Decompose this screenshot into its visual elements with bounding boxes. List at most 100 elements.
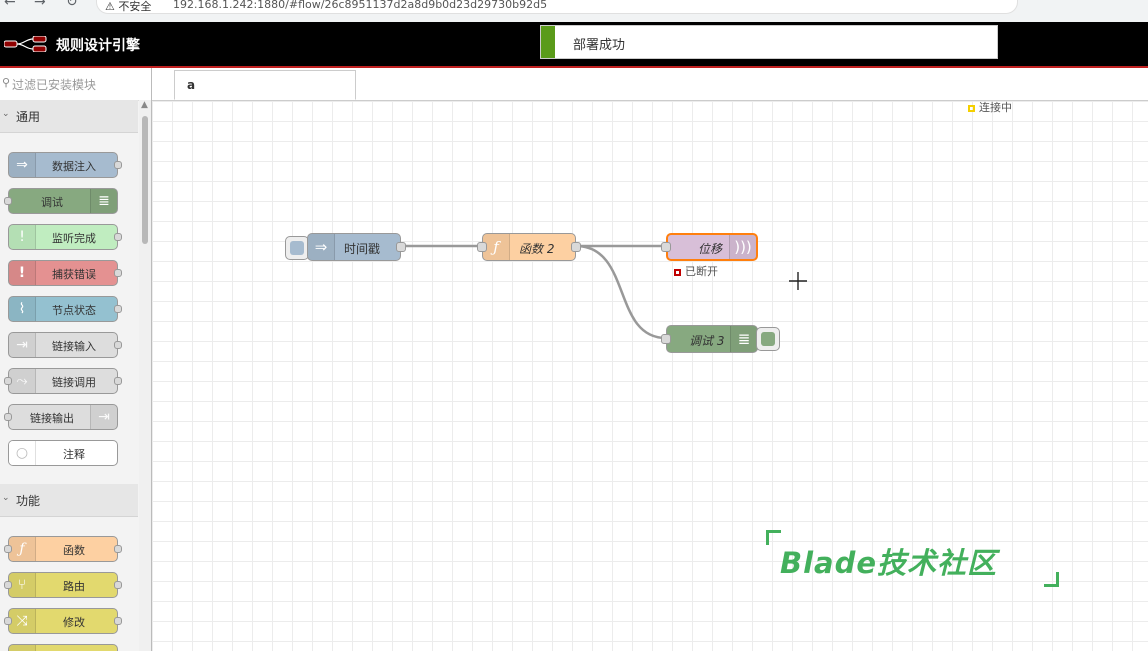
palette-category-function[interactable]: ⌄ 功能 (0, 484, 138, 517)
search-icon: ⚲ (2, 76, 11, 89)
inject-button[interactable] (285, 236, 309, 260)
tab-label: a (187, 78, 196, 92)
palette-node-comment[interactable]: ○ 注释 (8, 440, 118, 466)
function-icon: ƒ (483, 234, 510, 260)
debug-list-icon: ≣ (90, 189, 117, 213)
palette-node-debug[interactable]: 调试 ≣ (4, 188, 118, 214)
flow-node-displacement[interactable]: 位移 ))) (661, 233, 758, 261)
tab-flow-a[interactable]: a (174, 70, 356, 100)
inject-arrow-icon: ⇒ (9, 153, 36, 177)
deploy-notification: 部署成功 (540, 25, 998, 59)
output-port (114, 377, 122, 385)
debug-list-icon: ≣ (730, 326, 757, 352)
palette-node-catch[interactable]: ! 捕获错误 (8, 260, 122, 286)
back-arrow-icon[interactable]: ← (4, 0, 16, 10)
flow-node-timestamp[interactable]: ⇒ 时间戳 (307, 233, 406, 261)
node-status-disconnected: 已断开 (674, 263, 718, 279)
security-label: 不安全 (118, 0, 152, 13)
palette-scrollbar[interactable]: ▲ (139, 100, 151, 651)
palette-node-label: 数据注入 (52, 160, 96, 173)
output-port (114, 305, 122, 313)
link-in-icon: ⇥ (9, 333, 36, 357)
palette-node-complete[interactable]: ! 监听完成 (8, 224, 122, 250)
palette-node-label: 链接输入 (52, 340, 96, 353)
category-label: 通用 (16, 110, 41, 124)
flow-canvas[interactable]: 连接中 ⇒ 时间戳 ƒ 函数 2 位移 ))) 已断开 调试 3 ≣ Blade… (152, 101, 1148, 651)
node-icon (9, 645, 36, 651)
input-port (4, 617, 12, 625)
node-palette: ⚲ 过滤已安装模块 ⌄ 通用 ⇒ 数据注入 调试 ≣ ! 监听完成 ! 捕获错误… (0, 68, 152, 651)
output-port (114, 617, 122, 625)
input-port (4, 377, 12, 385)
change-icon: ⤨ (9, 609, 36, 633)
palette-node-label: 路由 (63, 580, 85, 593)
flow-node-label: 时间戳 (344, 242, 381, 256)
chevron-down-icon: ⌄ (2, 109, 10, 119)
chevron-down-icon: ⌄ (2, 493, 10, 503)
scroll-up-icon[interactable]: ▲ (141, 100, 148, 110)
link-call-icon: ⤳ (9, 369, 36, 393)
flow-node-label: 位移 (698, 242, 723, 256)
wire-function-to-debug[interactable] (575, 244, 667, 340)
output-port[interactable] (396, 242, 406, 252)
palette-node-status[interactable]: ⌇ 节点状态 (8, 296, 122, 322)
reload-icon[interactable]: ↻ (66, 0, 78, 10)
input-port[interactable] (661, 334, 671, 344)
flow-node-label: 函数 2 (519, 242, 555, 256)
palette-node-next[interactable] (8, 644, 118, 651)
connection-status-text: 连接中 (979, 101, 1012, 114)
palette-node-function[interactable]: ƒ 函数 (4, 536, 122, 562)
palette-node-switch[interactable]: ⑂ 路由 (4, 572, 122, 598)
palette-node-label: 链接输出 (30, 412, 74, 425)
output-port (114, 341, 122, 349)
workspace-tabs: a (152, 68, 1148, 101)
url-text: 192.168.1.242:1880/#flow/26c8951137d2a8d… (173, 0, 548, 11)
input-port (4, 413, 12, 421)
output-port (114, 545, 122, 553)
connecting-indicator (968, 105, 975, 112)
output-port[interactable] (571, 242, 581, 252)
notification-message: 部署成功 (573, 38, 626, 53)
palette-filter-input[interactable]: ⚲ 过滤已安装模块 (0, 68, 151, 101)
input-port (4, 545, 12, 553)
flow-node-debug-3[interactable]: 调试 3 ≣ (661, 325, 758, 353)
palette-node-label: 调试 (41, 196, 63, 209)
link-out-icon: ⇥ (90, 405, 117, 429)
filter-placeholder: 过滤已安装模块 (12, 78, 97, 92)
input-port (4, 197, 12, 205)
input-port[interactable] (477, 242, 487, 252)
palette-node-label: 函数 (63, 544, 85, 557)
palette-node-link-call[interactable]: ⤳ 链接调用 (4, 368, 122, 394)
app-header: 规则设计引擎 部署成功 (0, 22, 1148, 68)
palette-node-link-in[interactable]: ⇥ 链接输入 (8, 332, 122, 358)
flow-node-function-2[interactable]: ƒ 函数 2 (477, 233, 581, 261)
notification-success-bar (541, 26, 555, 58)
palette-node-link-out[interactable]: 链接输出 ⇥ (4, 404, 118, 430)
connection-status: 连接中 (968, 101, 1012, 115)
app-title: 规则设计引擎 (56, 38, 140, 54)
status-text: 已断开 (685, 265, 718, 278)
output-port (114, 269, 122, 277)
palette-node-inject[interactable]: ⇒ 数据注入 (8, 152, 122, 178)
flow-node-label: 调试 3 (689, 334, 725, 348)
input-port[interactable] (661, 242, 671, 252)
watermark-text: Blade技术社区 (780, 546, 998, 580)
palette-node-label: 监听完成 (52, 232, 96, 245)
output-port (114, 233, 122, 241)
flow-wires (401, 244, 667, 340)
palette-node-label: 节点状态 (52, 304, 96, 317)
scrollbar-thumb[interactable] (142, 116, 148, 244)
palette-node-label: 注释 (63, 448, 85, 461)
output-port (114, 581, 122, 589)
security-warning[interactable]: ⚠ 不安全 (105, 0, 152, 13)
function-icon: ƒ (9, 537, 36, 561)
switch-icon: ⑂ (9, 573, 36, 597)
palette-category-common[interactable]: ⌄ 通用 (0, 100, 138, 133)
watermark-bracket-right (1044, 572, 1059, 587)
catch-exclaim-icon: ! (9, 261, 36, 285)
palette-node-change[interactable]: ⤨ 修改 (4, 608, 122, 634)
node-red-logo-icon (4, 36, 47, 52)
debug-toggle-button[interactable] (756, 327, 780, 351)
address-bar[interactable]: ⚠ 不安全 192.168.1.242:1880/#flow/26c895113… (96, 0, 1018, 14)
forward-arrow-icon[interactable]: → (34, 0, 46, 10)
